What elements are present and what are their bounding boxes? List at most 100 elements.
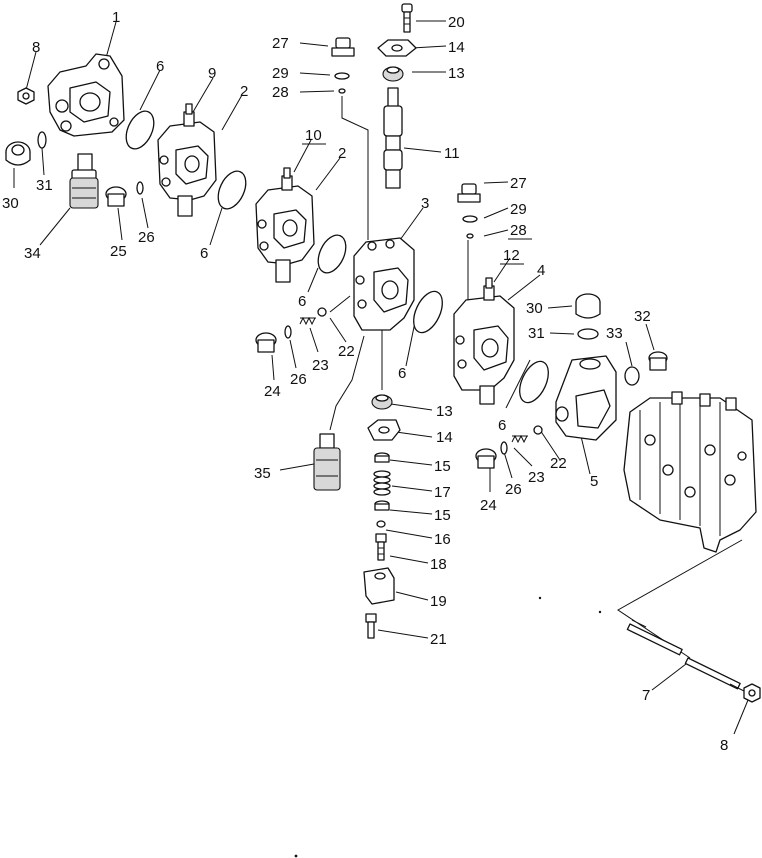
leader-lines — [13, 20, 749, 735]
part-15-collar-b — [374, 500, 390, 511]
part-29-oring-top — [334, 72, 350, 80]
callout-9: 9 — [208, 65, 216, 82]
part-16-washer — [376, 520, 386, 528]
part-13-seal-top — [382, 66, 404, 82]
callout-17: 17 — [434, 484, 451, 501]
part-2-valve-section-b — [255, 167, 315, 283]
speck — [294, 854, 298, 858]
part-17-spring — [373, 470, 391, 496]
part-26-oring-a — [136, 181, 144, 195]
callout-1: 1 — [112, 9, 120, 26]
part-11-spool — [383, 87, 403, 189]
part-6-oring-c — [317, 234, 347, 274]
callout-7: 7 — [642, 687, 650, 704]
part-23-spring-b — [511, 434, 528, 444]
callout-15a: 15 — [434, 458, 451, 475]
part-8-nut-bottom — [743, 683, 761, 703]
part-14-flange-top — [377, 39, 417, 57]
part-5-end-cover — [555, 355, 617, 441]
callout-31a: 31 — [36, 177, 53, 194]
part-27-plug-right — [457, 183, 481, 203]
callout-30a: 30 — [2, 195, 19, 212]
part-3-valve-section-center — [353, 237, 415, 331]
callout-26b: 26 — [290, 371, 307, 388]
callout-34: 34 — [24, 245, 41, 262]
part-4-valve-section-right — [453, 277, 515, 405]
part-13-seal-bottom — [371, 394, 393, 410]
callout-18: 18 — [430, 556, 447, 573]
callout-26c: 26 — [505, 481, 522, 498]
callout-25: 25 — [110, 243, 127, 260]
callout-29b: 29 — [510, 201, 527, 218]
callout-24a: 24 — [264, 383, 281, 400]
part-26-oring-c — [500, 441, 508, 455]
callout-2a: 2 — [240, 83, 248, 100]
callout-30b: 30 — [526, 300, 543, 317]
callout-6e: 6 — [498, 417, 506, 434]
callout-6d: 6 — [398, 365, 406, 382]
part-35-valve — [313, 433, 341, 491]
part-14-flange-bottom — [367, 419, 401, 441]
callout-26a: 26 — [138, 229, 155, 246]
callout-6c: 6 — [298, 293, 306, 310]
callout-24b: 24 — [480, 497, 497, 514]
callout-22b: 22 — [550, 455, 567, 472]
part-6-oring-a — [125, 110, 155, 150]
part-31-oring-right — [577, 328, 599, 340]
part-30-plug-right — [575, 293, 601, 319]
part-19-cap — [363, 567, 395, 605]
part-23-spring-a — [299, 316, 316, 326]
callout-14b: 14 — [436, 429, 453, 446]
callout-28a: 28 — [272, 84, 289, 101]
part-33-oring — [624, 366, 640, 386]
callout-10: 10 — [305, 127, 322, 144]
speck — [598, 610, 602, 614]
part-8-nut-top — [17, 87, 35, 105]
callout-8b: 8 — [720, 737, 728, 754]
part-34-relief-valve — [69, 153, 99, 209]
callout-19: 19 — [430, 593, 447, 610]
part-27-plug-top — [331, 37, 355, 57]
callout-35: 35 — [254, 465, 271, 482]
part-18-bolt — [375, 533, 387, 561]
callout-4: 4 — [537, 262, 545, 279]
callout-6a: 6 — [156, 58, 164, 75]
part-31-oring-left — [37, 131, 47, 149]
callout-21: 21 — [430, 631, 447, 648]
callout-14a: 14 — [448, 39, 465, 56]
part-15-collar-a — [374, 452, 390, 463]
part-24-plug-a — [255, 332, 277, 353]
part-22-ball-a — [317, 307, 327, 317]
callout-27a: 27 — [272, 35, 289, 52]
part-6-oring-e — [519, 360, 549, 404]
callout-labels: 1 2 2 3 4 5 6 6 6 6 6 7 8 8 9 10 11 12 1… — [2, 9, 728, 754]
part-25-plug — [105, 186, 127, 207]
assembled-control-valve — [623, 391, 757, 553]
callout-31b: 31 — [528, 325, 545, 342]
callout-3: 3 — [421, 195, 429, 212]
callout-11: 11 — [444, 145, 460, 162]
callout-23a: 23 — [312, 357, 329, 374]
callout-29a: 29 — [272, 65, 289, 82]
part-6-oring-b — [217, 170, 247, 210]
part-24-plug-b — [475, 448, 497, 469]
part-20-bolt — [401, 3, 413, 33]
callout-8a: 8 — [32, 39, 40, 56]
part-22-ball-b — [533, 425, 543, 435]
callout-32: 32 — [634, 308, 651, 325]
part-1-end-housing — [47, 53, 125, 137]
part-30-plug-left — [5, 141, 31, 166]
callout-6b: 6 — [200, 245, 208, 262]
part-26-oring-b — [284, 325, 292, 339]
part-6-oring-d — [413, 290, 443, 334]
part-28-oring-top — [338, 88, 346, 94]
part-7-tie-bolt — [626, 619, 745, 692]
part-29-oring-right — [462, 215, 478, 223]
callout-16: 16 — [434, 531, 451, 548]
callout-12: 12 — [503, 247, 520, 264]
part-2-valve-section-a — [157, 103, 217, 217]
callout-13a: 13 — [448, 65, 465, 82]
callout-20: 20 — [448, 14, 465, 31]
